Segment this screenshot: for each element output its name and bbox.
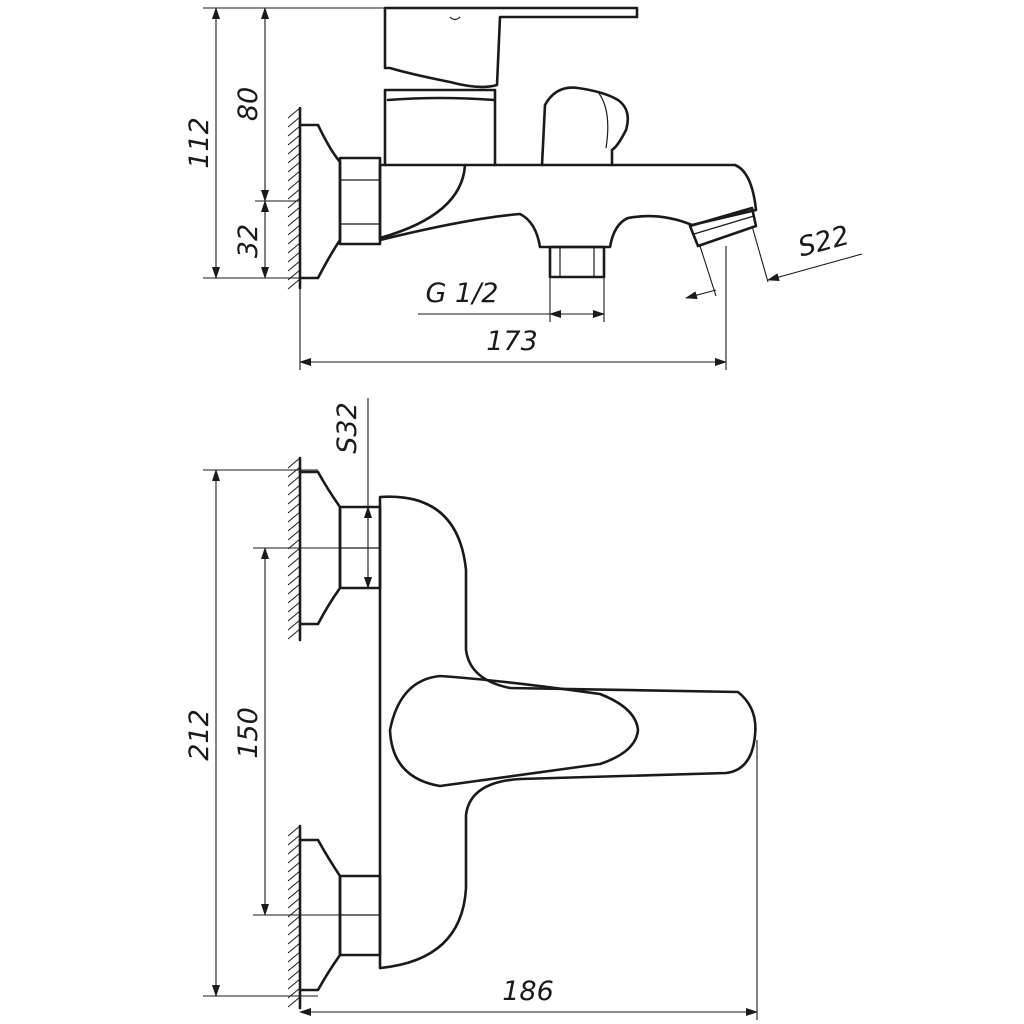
hatch-stroke: [287, 628, 301, 640]
dimension-150: 150: [233, 547, 340, 916]
hatch-stroke: [287, 215, 301, 227]
label-32: 32: [233, 224, 264, 258]
hatch-stroke: [287, 170, 301, 182]
wall-hatching-front: [287, 457, 301, 1008]
dimension-173: 173: [299, 246, 727, 370]
hatch-stroke: [287, 457, 301, 469]
hatch-stroke: [287, 610, 301, 622]
hatch-stroke: [287, 475, 301, 487]
diverter-knob-top: [540, 86, 630, 167]
spout-body-top: [378, 163, 758, 249]
label-112: 112: [184, 117, 215, 169]
dimension-s22: S22: [685, 220, 863, 300]
hatch-stroke: [287, 870, 301, 882]
dimension-80: 80: [233, 7, 300, 202]
side-view: 112 80 32 G 1/2 173: [184, 6, 863, 370]
hatch-stroke: [287, 206, 301, 218]
hatch-stroke: [287, 233, 301, 245]
dimension-g-half: G 1/2: [418, 277, 605, 322]
hatch-stroke: [287, 825, 301, 837]
hatch-stroke: [287, 951, 301, 963]
hatch-stroke: [287, 879, 301, 891]
hatch-stroke: [287, 134, 301, 146]
hatch-stroke: [287, 520, 301, 532]
label-150: 150: [233, 707, 264, 759]
wall-hatching-top: [287, 107, 301, 290]
hatch-stroke: [287, 116, 301, 128]
hatch-stroke: [287, 942, 301, 954]
hatch-stroke: [287, 152, 301, 164]
label-212: 212: [184, 709, 215, 761]
diverter-outlet-top: [548, 245, 606, 279]
hatch-stroke: [287, 843, 301, 855]
lever-handle-front: [388, 674, 640, 788]
hatch-stroke: [287, 852, 301, 864]
hatch-stroke: [287, 592, 301, 604]
hatch-stroke: [287, 466, 301, 478]
hatch-stroke: [287, 915, 301, 927]
hatch-stroke: [287, 161, 301, 173]
hex-nut-top: [338, 156, 382, 246]
hatch-stroke: [287, 601, 301, 613]
hatch-stroke: [287, 125, 301, 137]
hatch-stroke: [287, 574, 301, 586]
hatch-stroke: [287, 242, 301, 254]
dimension-32: 32: [233, 200, 269, 279]
hatch-stroke: [287, 224, 301, 236]
hatch-stroke: [287, 484, 301, 496]
hatch-stroke: [287, 143, 301, 155]
aerator-top: [688, 206, 758, 248]
label-s22: S22: [795, 220, 853, 263]
dimension-112: 112: [184, 7, 385, 279]
hatch-stroke: [287, 511, 301, 523]
hatch-stroke: [287, 834, 301, 846]
hatch-stroke: [287, 960, 301, 972]
hatch-stroke: [287, 978, 301, 990]
hatch-stroke: [287, 547, 301, 559]
hatch-stroke: [287, 969, 301, 981]
hatch-stroke: [287, 538, 301, 550]
hatch-stroke: [287, 583, 301, 595]
front-view: 212 150 S32 186: [184, 398, 758, 1020]
label-186: 186: [502, 976, 554, 1007]
hatch-stroke: [287, 619, 301, 631]
hatch-stroke: [287, 529, 301, 541]
hatch-stroke: [287, 924, 301, 936]
label-80: 80: [233, 87, 264, 121]
hatch-stroke: [287, 179, 301, 191]
dimension-186: 186: [299, 740, 758, 1020]
hatch-stroke: [287, 260, 301, 272]
hatch-stroke: [287, 897, 301, 909]
hatch-stroke: [287, 502, 301, 514]
escutcheon-top: [298, 123, 342, 280]
label-173: 173: [486, 326, 538, 357]
mixer-column-top: [383, 88, 497, 167]
hatch-stroke: [287, 556, 301, 568]
hatch-stroke: [287, 996, 301, 1008]
lever-handle-top: [383, 6, 639, 89]
label-g-half: G 1/2: [426, 278, 499, 309]
hatch-stroke: [287, 565, 301, 577]
dimension-s32: S32: [332, 398, 372, 589]
hatch-stroke: [287, 197, 301, 209]
hatch-stroke: [287, 251, 301, 263]
label-s32: S32: [332, 402, 363, 454]
hatch-stroke: [287, 861, 301, 873]
hatch-stroke: [287, 493, 301, 505]
hatch-stroke: [287, 278, 301, 290]
dimension-212: 212: [184, 469, 318, 997]
hatch-stroke: [287, 933, 301, 945]
hatch-stroke: [287, 888, 301, 900]
hatch-stroke: [287, 107, 301, 119]
faucet-body-front: [378, 495, 757, 970]
hatch-stroke: [287, 188, 301, 200]
